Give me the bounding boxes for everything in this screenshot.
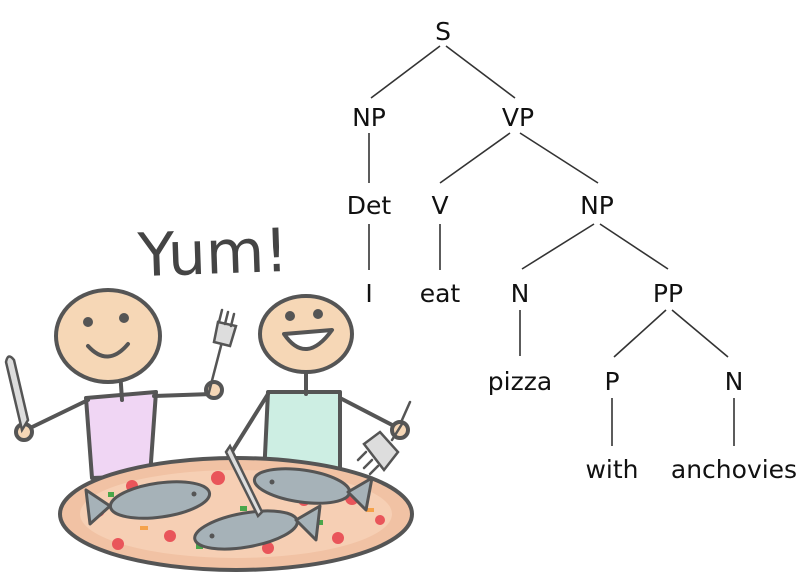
node-object-np: NP bbox=[580, 191, 614, 220]
fish-right bbox=[252, 467, 374, 512]
node-pp: PP bbox=[653, 279, 683, 308]
fork-left-tine-1 bbox=[217, 308, 224, 324]
right-mouth bbox=[282, 328, 334, 352]
fork-right-handle bbox=[400, 400, 412, 422]
left-arm-left bbox=[24, 398, 90, 432]
topping-cheese bbox=[140, 526, 148, 530]
knife-right bbox=[224, 443, 264, 519]
fish-left bbox=[84, 480, 212, 526]
knife-left bbox=[4, 355, 30, 434]
node-det: Det bbox=[347, 191, 392, 220]
tree-labels: S NP VP Det V NP I eat N PP pizza P N wi… bbox=[347, 17, 797, 484]
left-eye-r bbox=[119, 313, 129, 323]
topping-pepperoni bbox=[112, 538, 124, 550]
word-eat: eat bbox=[420, 279, 461, 308]
topping-pepperoni bbox=[164, 530, 176, 542]
fish-eye bbox=[191, 491, 197, 497]
pizza bbox=[58, 443, 414, 572]
word-with: with bbox=[585, 455, 638, 484]
fork-left-head bbox=[212, 320, 238, 348]
fork-right-tine-3 bbox=[368, 464, 380, 476]
node-n-2: N bbox=[725, 367, 744, 396]
fork-right-neck bbox=[390, 422, 404, 442]
word-anchovies: anchovies bbox=[671, 455, 797, 484]
left-eye-l bbox=[83, 317, 93, 327]
fork-right bbox=[356, 400, 412, 476]
fish-bottom bbox=[193, 504, 322, 551]
left-arm-right bbox=[152, 392, 214, 398]
fork-left bbox=[206, 308, 238, 398]
knife-left-blade bbox=[4, 355, 30, 434]
left-smile bbox=[86, 342, 130, 359]
word-pizza: pizza bbox=[488, 367, 552, 396]
node-n-1: N bbox=[511, 279, 530, 308]
left-head bbox=[54, 288, 162, 384]
illustration: Yum! bbox=[4, 216, 414, 572]
node-vp: VP bbox=[502, 103, 534, 132]
topping-herb bbox=[240, 506, 247, 511]
right-eye-l bbox=[285, 311, 295, 321]
topping-pepperoni bbox=[375, 515, 385, 525]
anchovy-fish bbox=[84, 467, 374, 551]
fish-tail bbox=[294, 504, 322, 542]
left-person bbox=[14, 288, 224, 480]
node-v: V bbox=[431, 191, 448, 220]
topping-pepperoni bbox=[262, 542, 274, 554]
topping-pepperoni bbox=[211, 471, 225, 485]
knife-right-blade bbox=[224, 443, 264, 519]
edge-np-pp bbox=[599, 223, 669, 270]
fork-left-tine-3 bbox=[229, 312, 236, 328]
yum-caption: Yum! bbox=[136, 216, 290, 291]
fish-tail bbox=[346, 476, 374, 512]
parse-tree bbox=[368, 45, 735, 446]
node-s: S bbox=[435, 17, 451, 46]
right-eye-r bbox=[313, 309, 323, 319]
edge-np-n bbox=[521, 223, 595, 270]
topping-herb bbox=[196, 544, 203, 549]
fork-left-tine-2 bbox=[223, 310, 230, 326]
edge-vp-np bbox=[519, 132, 599, 184]
right-arm-left bbox=[226, 392, 270, 460]
right-arm-right bbox=[338, 396, 400, 430]
fork-right-tine-2 bbox=[362, 458, 374, 470]
fork-right-tine-1 bbox=[356, 450, 368, 462]
edge-pp-p bbox=[613, 309, 667, 358]
topping-cheese bbox=[366, 508, 374, 512]
fish-eye bbox=[269, 479, 275, 485]
fork-left-handle bbox=[206, 340, 224, 398]
edge-s-vp bbox=[445, 45, 516, 99]
node-p: P bbox=[604, 367, 619, 396]
edge-s-np bbox=[370, 45, 441, 99]
word-i: I bbox=[365, 279, 372, 308]
node-subject-np: NP bbox=[352, 103, 386, 132]
edge-pp-n bbox=[671, 309, 729, 358]
fork-right-head bbox=[362, 430, 400, 473]
fish-eye bbox=[209, 533, 215, 539]
topping-herb bbox=[108, 492, 114, 497]
edge-vp-v bbox=[439, 132, 511, 184]
fish-tail bbox=[84, 488, 112, 526]
topping-pepperoni bbox=[332, 532, 344, 544]
